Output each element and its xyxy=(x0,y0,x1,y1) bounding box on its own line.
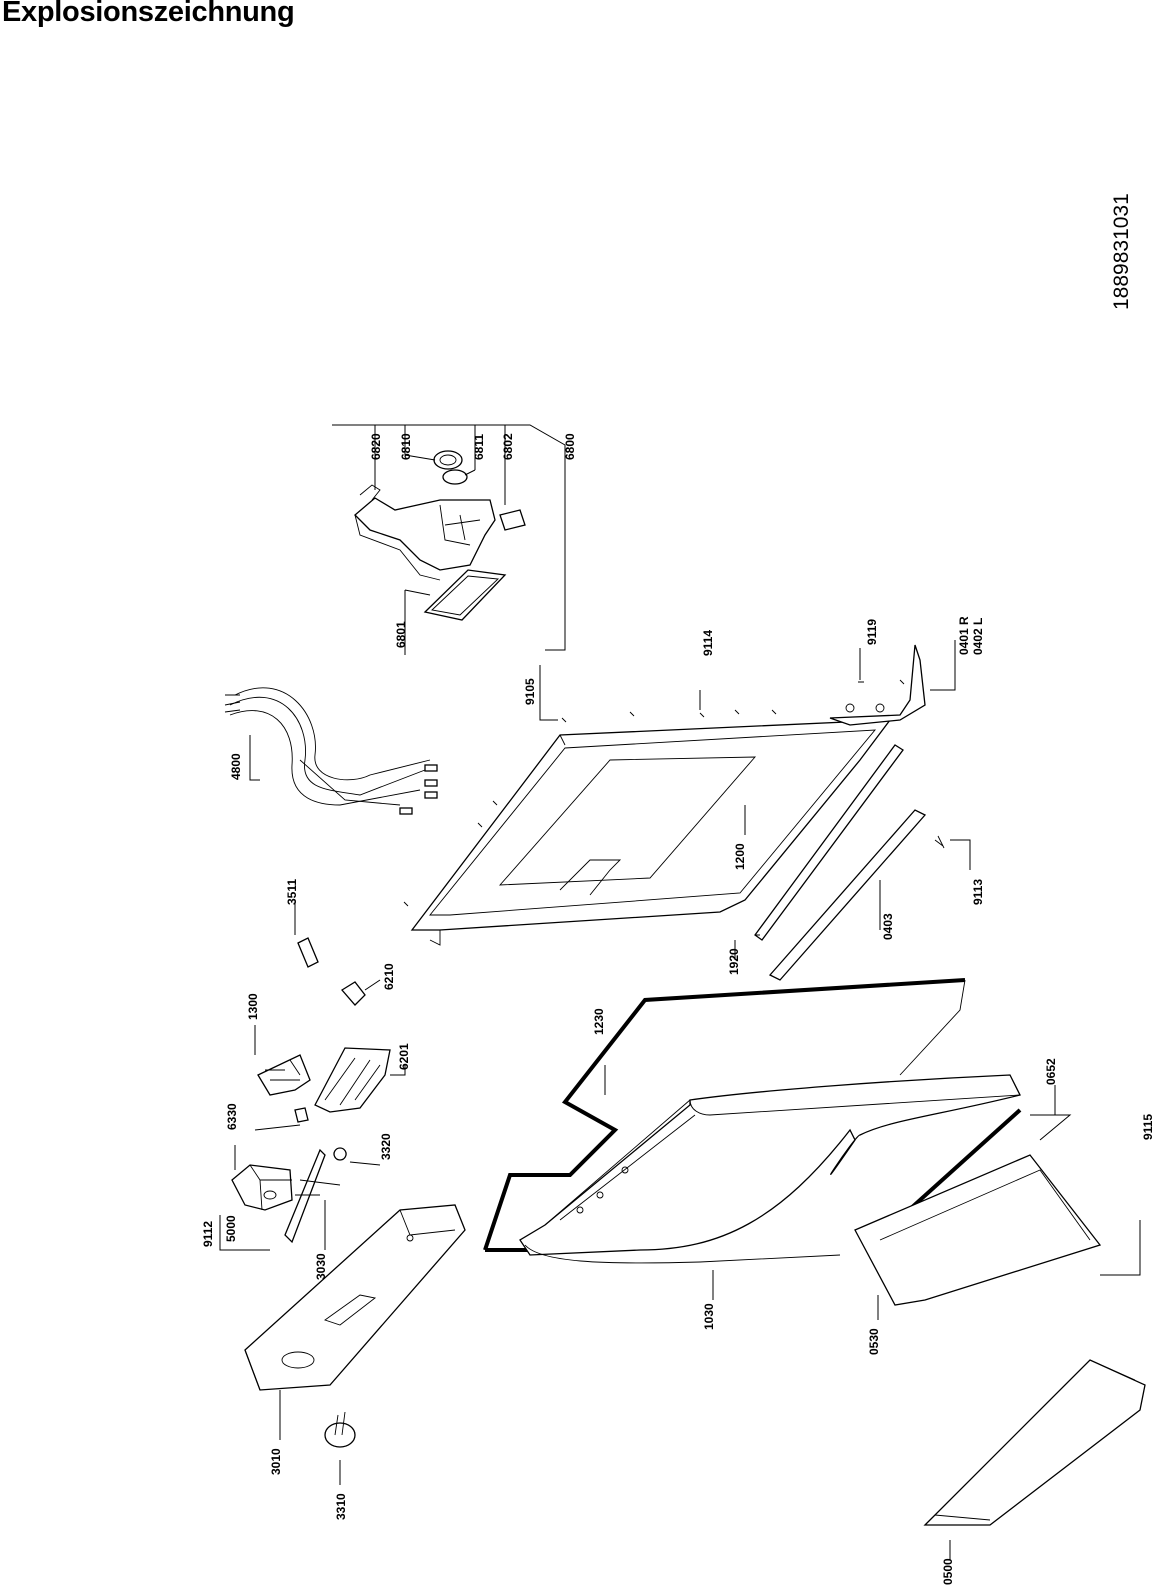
label-6201: 6201 xyxy=(397,1043,411,1070)
label-0652: 0652 xyxy=(1044,1058,1058,1085)
label-9113: 9113 xyxy=(971,879,985,905)
outer-door-panel-1030 xyxy=(519,1074,1021,1264)
label-1920: 1920 xyxy=(727,948,741,975)
label-9114: 9114 xyxy=(701,630,715,656)
page-title: Explosionszeichnung xyxy=(2,0,295,28)
label-9105: 9105 xyxy=(523,678,537,705)
screws xyxy=(403,679,945,907)
label-3310: 3310 xyxy=(334,1493,348,1520)
label-6820: 6820 xyxy=(369,433,383,460)
label-0402: 0402 L xyxy=(971,618,985,655)
label-5000: 5000 xyxy=(224,1215,238,1242)
label-0500: 0500 xyxy=(941,1558,955,1585)
label-3030: 3030 xyxy=(314,1253,328,1280)
label-1230: 1230 xyxy=(592,1008,606,1035)
inner-door-frame-1200 xyxy=(410,719,892,946)
label-6801: 6801 xyxy=(394,621,408,648)
label-9112: 9112 xyxy=(201,1221,215,1247)
label-9115: 9115 xyxy=(1141,1114,1155,1140)
label-6802: 6802 xyxy=(501,433,515,460)
cable-harness-4800 xyxy=(224,687,438,815)
label-6330: 6330 xyxy=(225,1103,239,1130)
label-1030: 1030 xyxy=(702,1303,716,1330)
label-9119: 9119 xyxy=(865,619,879,645)
label-3511: 3511 xyxy=(285,879,299,905)
label-0530: 0530 xyxy=(867,1328,881,1355)
label-3320: 3320 xyxy=(379,1133,393,1160)
label-6800: 6800 xyxy=(563,433,577,460)
label-0401: 0401 R xyxy=(957,616,971,655)
label-1200: 1200 xyxy=(733,843,747,870)
label-4800: 4800 xyxy=(229,753,243,780)
label-3010: 3010 xyxy=(269,1448,283,1475)
label-6210: 6210 xyxy=(382,963,396,990)
dispenser-assembly-6800 xyxy=(332,424,566,651)
label-1300: 1300 xyxy=(246,993,260,1020)
control-panel-3010 xyxy=(244,1204,466,1391)
label-6810: 6810 xyxy=(399,433,413,460)
label-0403: 0403 xyxy=(881,913,895,940)
label-6811: 6811 xyxy=(472,434,486,460)
